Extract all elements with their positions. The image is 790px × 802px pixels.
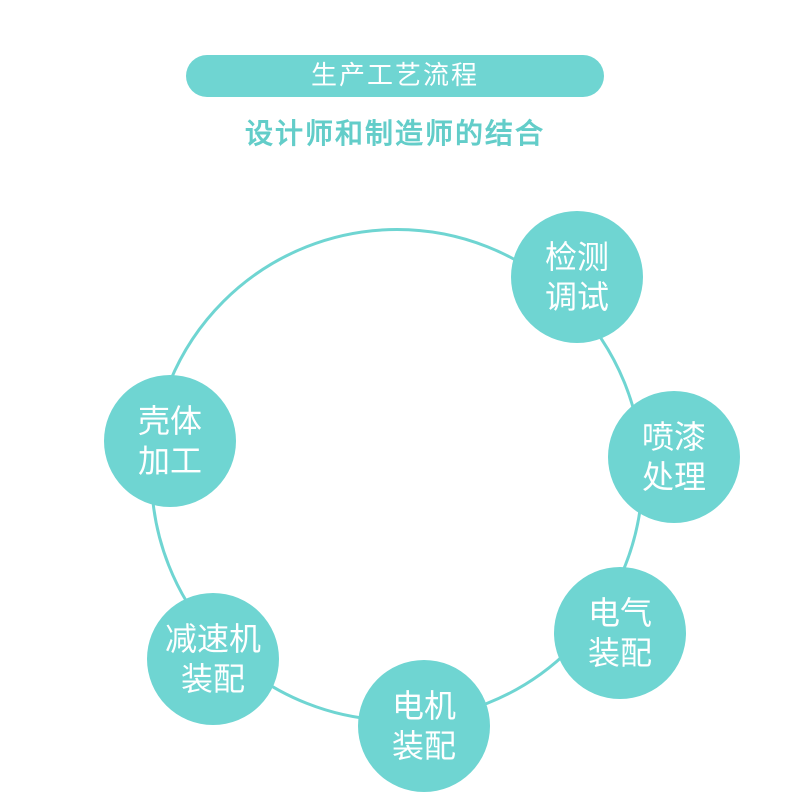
step-label-line1: 检测 (544, 238, 609, 276)
step-reducer-assembly: 减速机 装配 (147, 593, 279, 725)
step-label-line1: 喷漆 (641, 418, 706, 456)
step-label-line2: 处理 (641, 458, 706, 496)
step-motor-assembly: 电机 装配 (358, 660, 490, 792)
step-electrical-assembly: 电气 装配 (554, 567, 686, 699)
step-housing-machining: 壳体 加工 (104, 375, 236, 507)
step-label-line2: 加工 (137, 442, 202, 480)
step-label-line2: 装配 (391, 727, 456, 765)
step-label-line2: 装配 (587, 634, 652, 672)
step-label-line1: 壳体 (137, 402, 202, 440)
step-label-line1: 电机 (391, 687, 456, 725)
step-label-line1: 电气 (587, 594, 652, 632)
step-label-line2: 调试 (544, 278, 609, 316)
step-spray-painting: 喷漆 处理 (608, 391, 740, 523)
step-label-line2: 装配 (180, 660, 245, 698)
page-subtitle: 设计师和制造师的结合 (244, 117, 545, 150)
step-label-line1: 减速机 (164, 620, 261, 658)
step-inspection-debugging: 检测 调试 (511, 211, 643, 343)
page-title: 生产工艺流程 (186, 55, 604, 97)
